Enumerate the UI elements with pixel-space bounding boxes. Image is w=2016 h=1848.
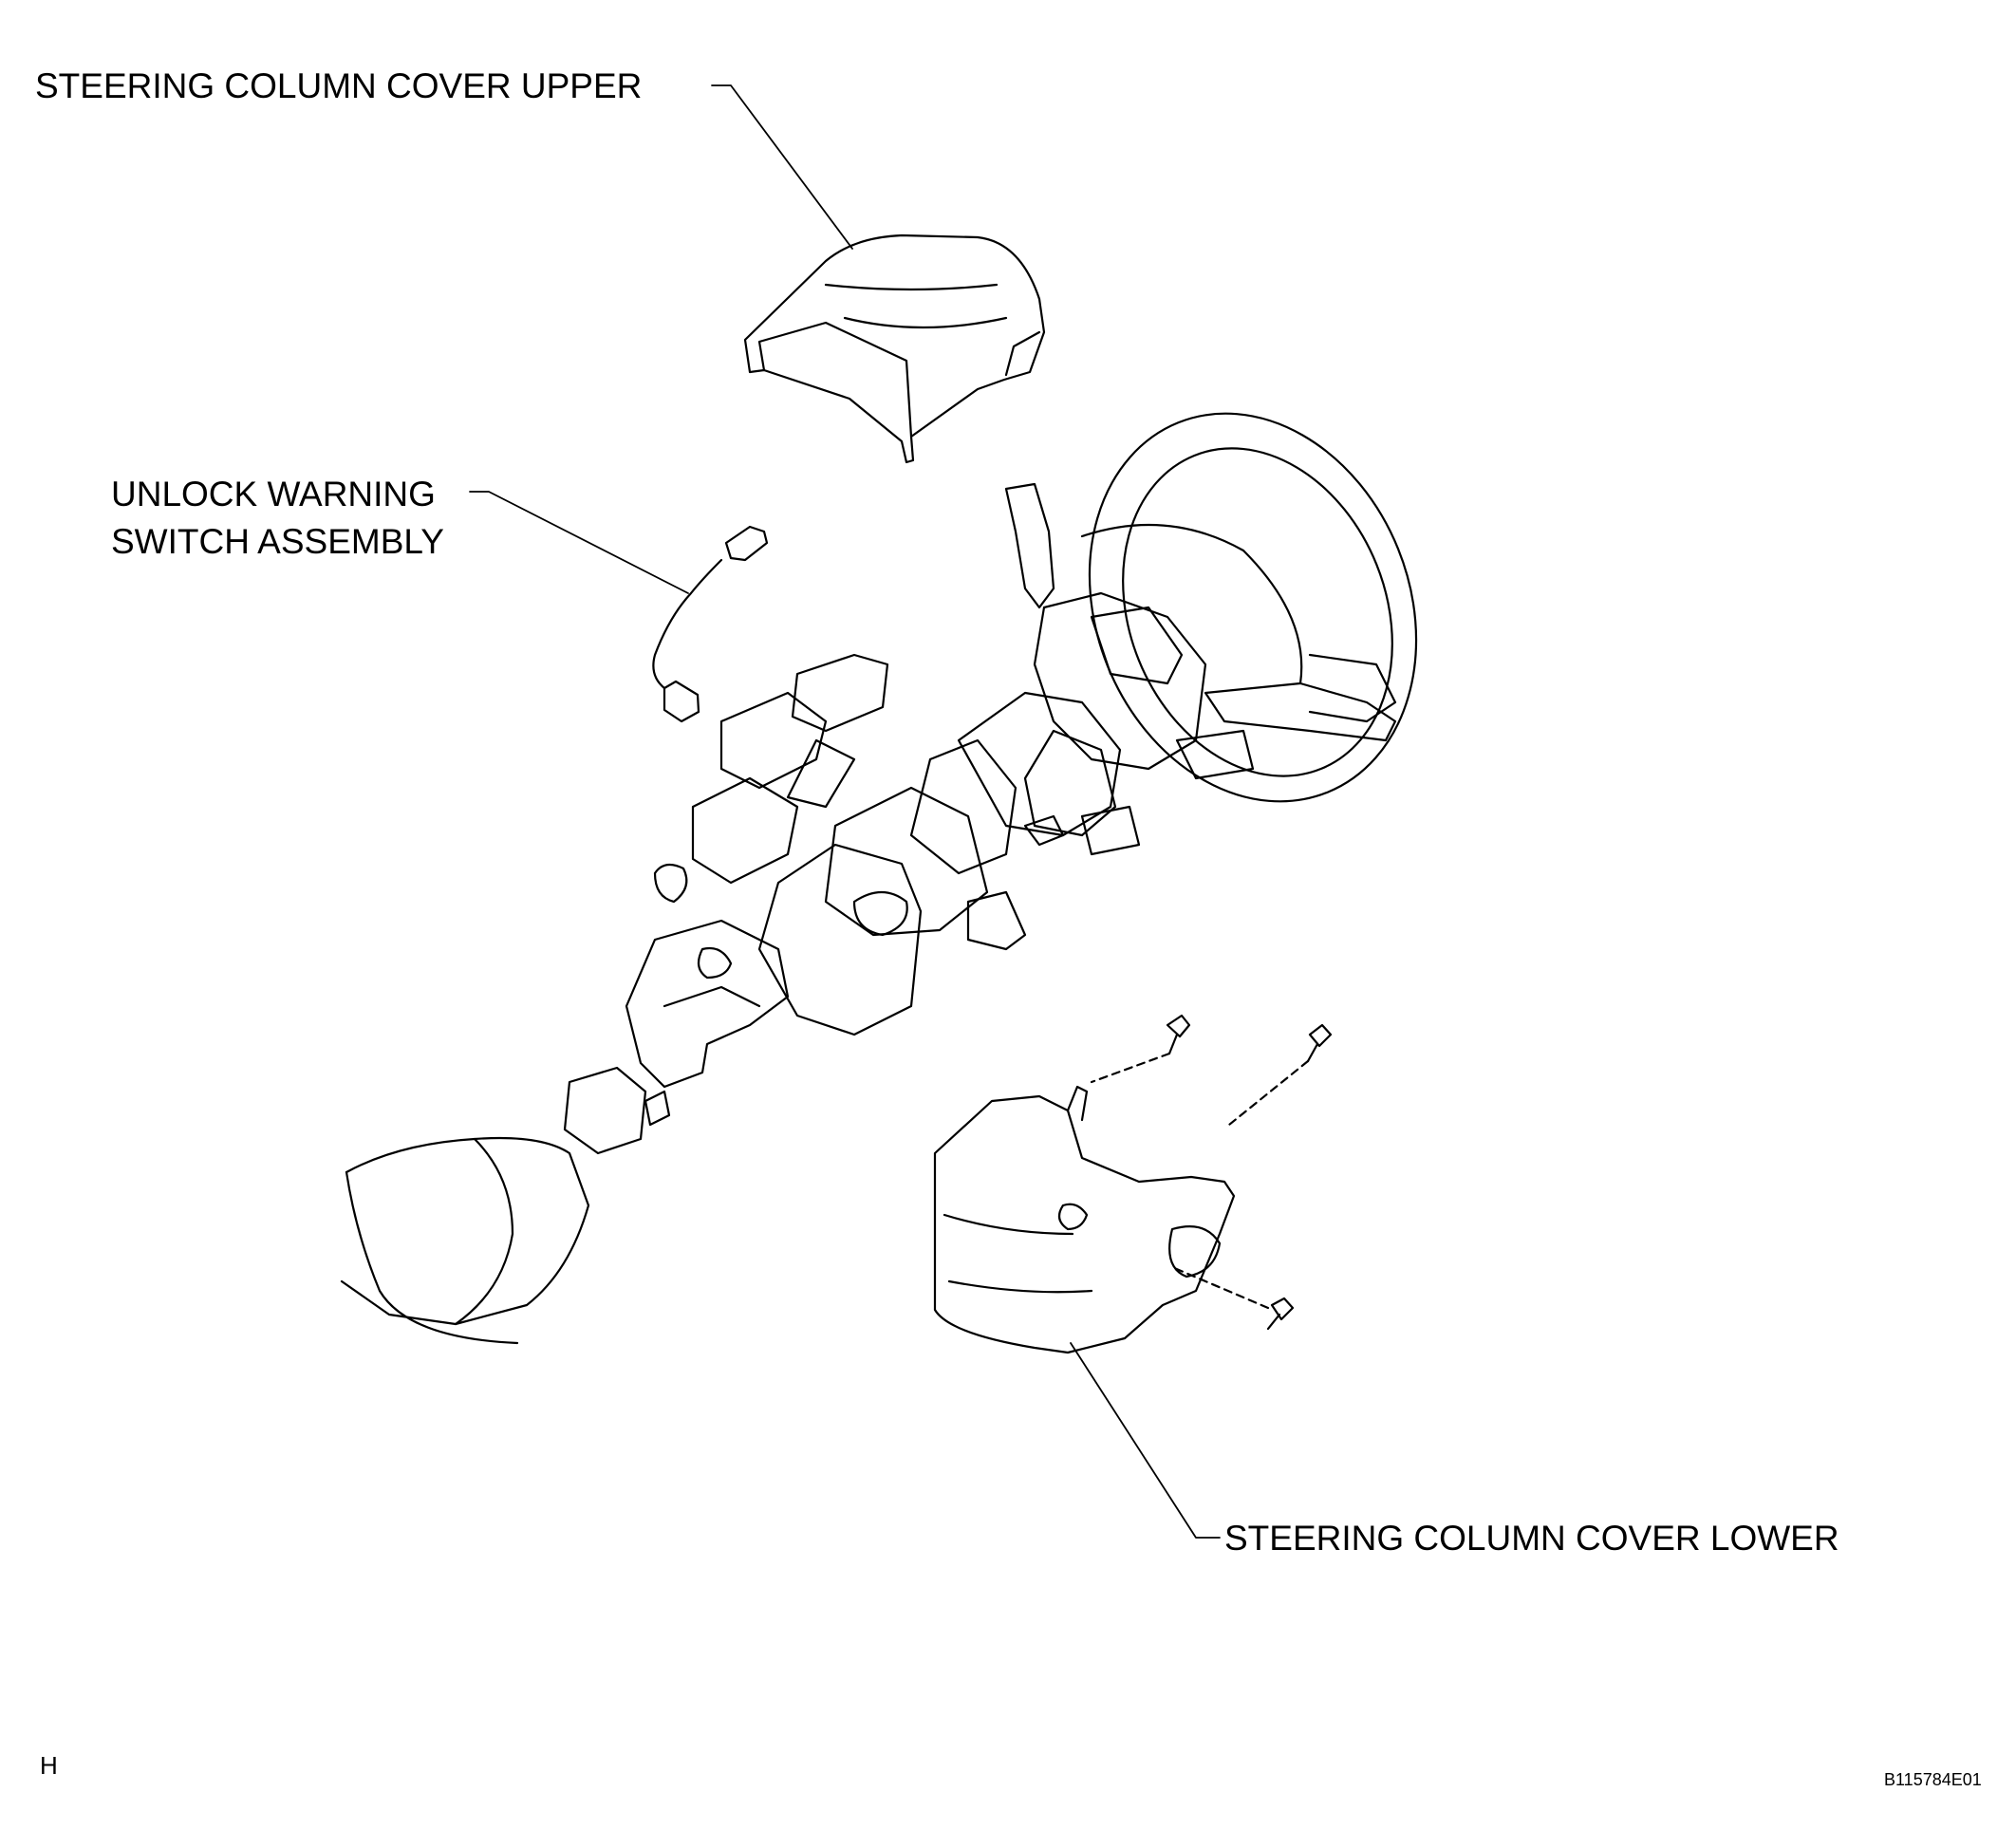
label-cover-upper: STEERING COLUMN COVER UPPER [35, 66, 643, 105]
combination-switch [1004, 482, 1397, 837]
leader-cover-lower [1070, 1342, 1221, 1539]
leader-unlock-switch [469, 491, 689, 594]
screw-3 [1266, 1297, 1295, 1331]
steering-column-cover-lower [933, 1085, 1236, 1354]
intermediate-shaft-and-boot [340, 1066, 671, 1345]
steering-column-cover-upper [743, 233, 1046, 464]
steering-wheel [1080, 412, 1418, 803]
label-cover-lower: STEERING COLUMN COVER LOWER [1224, 1519, 1839, 1558]
leader-lines [469, 84, 1221, 1539]
unlock-warning-switch-assembly [652, 525, 769, 723]
screw-2 [1306, 1023, 1333, 1063]
leader-cover-upper [711, 84, 853, 250]
label-unlock-line1: UNLOCK WARNING [111, 475, 436, 513]
screw-1 [1166, 1014, 1191, 1055]
steering-column-tube [757, 691, 1141, 1036]
tilt-lever-bracket [625, 919, 790, 1089]
corner-mark: H [40, 1751, 58, 1780]
key-cylinder-assembly [653, 653, 889, 904]
figure-id: B115784E01 [1884, 1770, 1982, 1789]
cover-screws [1090, 1014, 1333, 1331]
label-unlock-line2: SWITCH ASSEMBLY [111, 522, 444, 561]
